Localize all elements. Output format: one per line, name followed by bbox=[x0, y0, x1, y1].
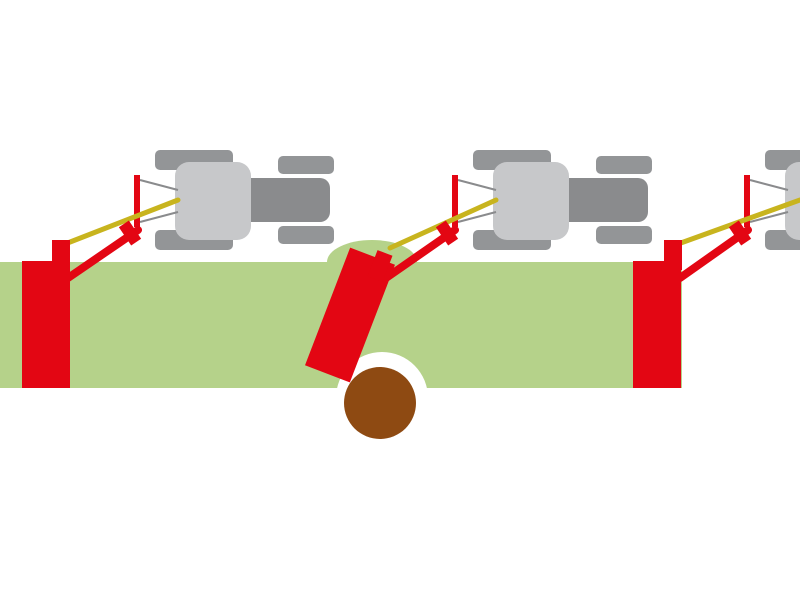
stage-evade bbox=[305, 150, 652, 383]
side-mower-unit-icon bbox=[305, 175, 499, 383]
tractor-top-view-icon bbox=[473, 150, 652, 250]
tractor-top-view-icon bbox=[155, 150, 334, 250]
tree-stump-icon bbox=[344, 367, 416, 439]
side-mower-unit-icon bbox=[633, 175, 800, 388]
stage-return bbox=[633, 150, 800, 388]
stage-approach bbox=[22, 150, 334, 388]
tractor-top-view-icon bbox=[765, 150, 800, 250]
side-mower-unit-icon bbox=[22, 175, 181, 388]
